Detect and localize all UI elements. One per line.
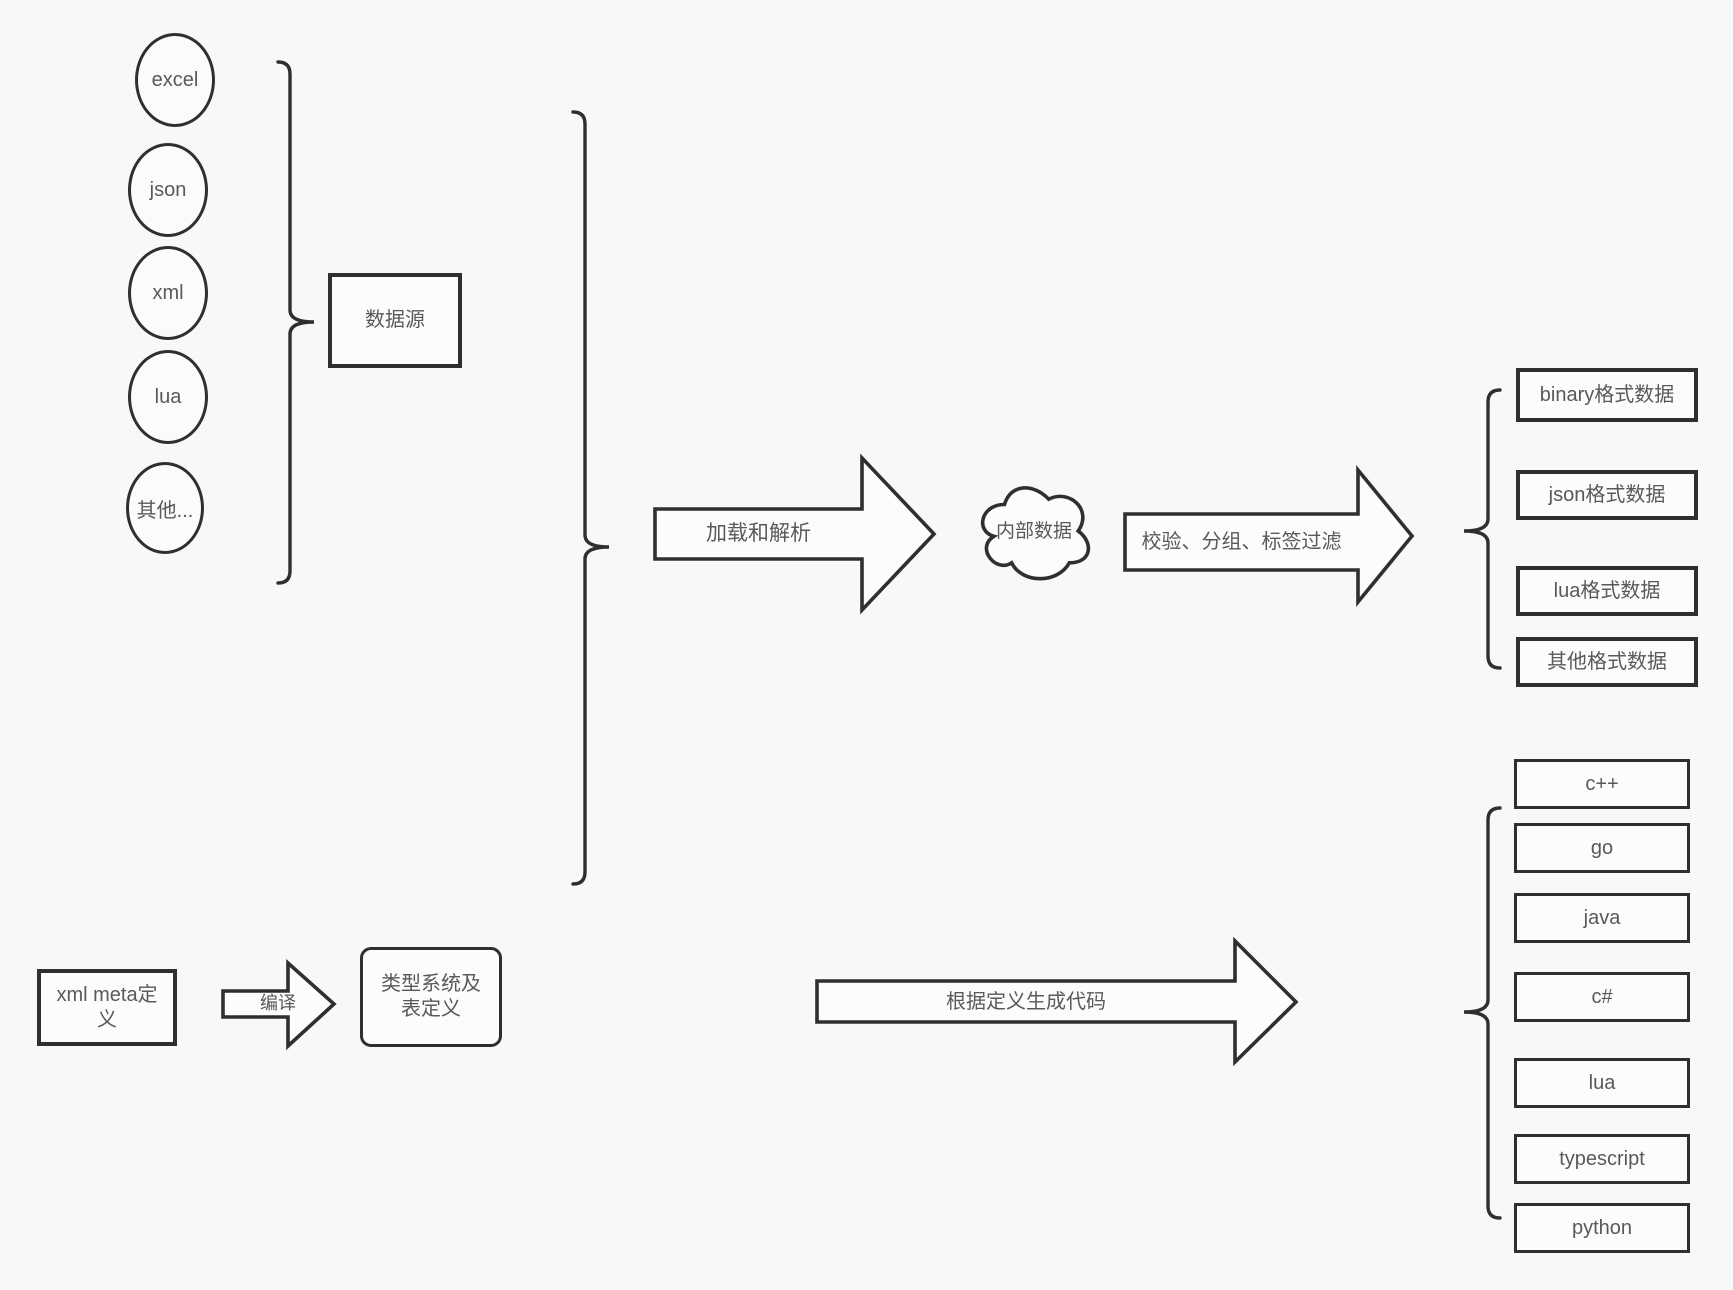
source-node-label: 其他... xyxy=(136,499,194,522)
codegen-arrow[interactable] xyxy=(815,936,1299,1067)
formats-brace xyxy=(1463,388,1502,670)
source-node-json[interactable]: json xyxy=(128,143,208,237)
language-box-label: lua xyxy=(1588,1071,1616,1094)
source-node-label: json xyxy=(149,178,187,201)
language-box-label: python xyxy=(1571,1216,1633,1239)
format-box-json[interactable]: json格式数据 xyxy=(1516,470,1698,520)
data-source-group-box[interactable]: 数据源 xyxy=(328,273,462,368)
language-box-go[interactable]: go xyxy=(1514,823,1690,873)
language-box-label: typescript xyxy=(1559,1147,1645,1170)
inputs-brace xyxy=(571,110,610,886)
xml-meta-box[interactable]: xml meta定义 xyxy=(37,969,177,1046)
language-box-label: go xyxy=(1590,836,1614,859)
format-box-label: lua格式数据 xyxy=(1553,579,1661,602)
source-node-excel[interactable]: excel xyxy=(135,33,215,127)
language-box-cpp[interactable]: c++ xyxy=(1514,759,1690,809)
source-node-label: xml xyxy=(152,281,184,304)
language-box-label: c# xyxy=(1591,985,1613,1008)
source-node-other[interactable]: 其他... xyxy=(126,462,204,554)
language-box-label: c++ xyxy=(1585,772,1619,795)
language-box-typescript[interactable]: typescript xyxy=(1514,1134,1690,1184)
source-node-xml[interactable]: xml xyxy=(128,246,208,340)
internal-data-cloud[interactable] xyxy=(980,486,1090,581)
type-system-label: 类型系统及表定义 xyxy=(381,973,481,1020)
compile-arrow[interactable] xyxy=(221,958,337,1051)
language-box-csharp[interactable]: c# xyxy=(1514,972,1690,1022)
format-box-binary[interactable]: binary格式数据 xyxy=(1516,368,1698,422)
format-box-label: json格式数据 xyxy=(1548,483,1666,506)
language-box-python[interactable]: python xyxy=(1514,1203,1690,1253)
format-box-other[interactable]: 其他格式数据 xyxy=(1516,637,1698,687)
process-arrow[interactable] xyxy=(1123,464,1415,608)
format-box-lua[interactable]: lua格式数据 xyxy=(1516,566,1698,616)
xml-meta-label: xml meta定义 xyxy=(56,983,158,1031)
language-box-label: java xyxy=(1583,906,1621,929)
source-node-lua[interactable]: lua xyxy=(128,350,208,444)
sources-brace xyxy=(276,60,315,585)
source-node-label: lua xyxy=(154,385,182,408)
format-box-label: 其他格式数据 xyxy=(1547,650,1667,673)
language-box-java[interactable]: java xyxy=(1514,893,1690,943)
languages-brace xyxy=(1463,806,1502,1220)
format-box-label: binary格式数据 xyxy=(1539,383,1675,406)
load-parse-arrow[interactable] xyxy=(653,453,937,615)
source-node-label: excel xyxy=(151,68,199,91)
type-system-box[interactable]: 类型系统及表定义 xyxy=(360,947,502,1047)
language-box-lua[interactable]: lua xyxy=(1514,1058,1690,1108)
data-source-group-label: 数据源 xyxy=(365,309,425,331)
